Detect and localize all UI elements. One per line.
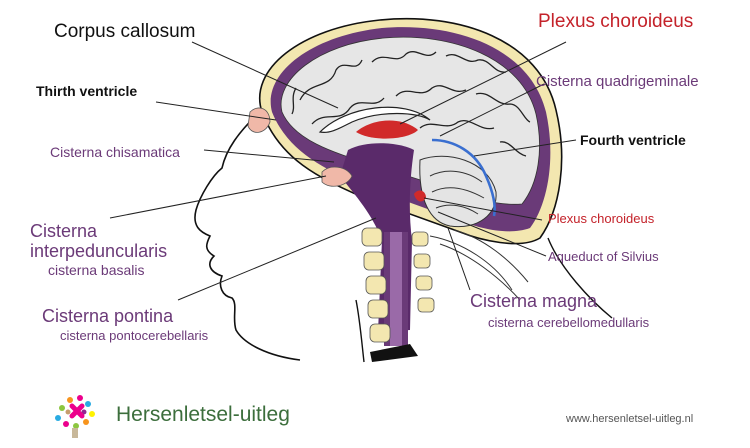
label-cisterna-quadrigeminale: Cisterna quadrigeminale bbox=[536, 73, 699, 90]
spinal-cord-inner bbox=[390, 232, 402, 346]
leader-lines bbox=[109, 41, 577, 301]
label-cisterna-cerebellomedullaris: cisterna cerebellomedullaris bbox=[488, 315, 650, 330]
vertebrae bbox=[361, 227, 435, 343]
dura-tail bbox=[370, 344, 418, 362]
frontal-sinus-shape bbox=[247, 107, 271, 133]
venous-sinus bbox=[431, 138, 497, 217]
corpus-callosum-shape bbox=[318, 106, 431, 133]
label-aqueduct-of-silvius: Aqueduct of Silvius bbox=[548, 249, 659, 264]
label-fourth-ventricle: Fourth ventricle bbox=[580, 132, 686, 148]
plexus-choroideus-top-shape bbox=[356, 120, 418, 139]
cisterna-chiasmatica-shape bbox=[321, 166, 353, 187]
cerebellum bbox=[419, 155, 497, 228]
neck-muscle-lines bbox=[429, 229, 529, 301]
face-profile-outline bbox=[194, 109, 301, 361]
label-cisterna-basalis: cisterna basalis bbox=[48, 262, 145, 278]
brain-logo-icon bbox=[55, 395, 95, 438]
label-cisterna-chisamatica: Cisterna chisamatica bbox=[50, 144, 180, 160]
label-corpus-callosum: Corpus callosum bbox=[54, 21, 196, 42]
footer-url[interactable]: www.hersenletsel-uitleg.nl bbox=[566, 413, 694, 425]
gyri-pattern bbox=[291, 51, 531, 157]
label-plexus-choroideus-mid: Plexus choroideus bbox=[548, 211, 655, 226]
label-plexus-choroideus-top: Plexus choroideus bbox=[538, 11, 694, 32]
label-thirth-ventricle: Thirth ventricle bbox=[36, 83, 138, 99]
cerebellum-folia bbox=[429, 170, 485, 215]
label-cisterna-interpeduncularis-line2: interpeduncularis bbox=[30, 241, 168, 261]
back-neck-outline bbox=[547, 237, 613, 319]
label-cisterna-interpeduncularis-line1: Cisterna bbox=[30, 221, 98, 241]
label-cisterna-pontina: Cisterna pontina bbox=[42, 306, 174, 326]
label-cisterna-pontocerebellaris: cisterna pontocerebellaris bbox=[60, 328, 209, 343]
neck-outline bbox=[355, 299, 365, 363]
plexus-choroideus-mid-shape bbox=[414, 190, 426, 202]
brand-name: Hersenletsel-uitleg bbox=[116, 403, 290, 426]
label-cisterna-magna: Cisterna magna bbox=[470, 291, 598, 311]
